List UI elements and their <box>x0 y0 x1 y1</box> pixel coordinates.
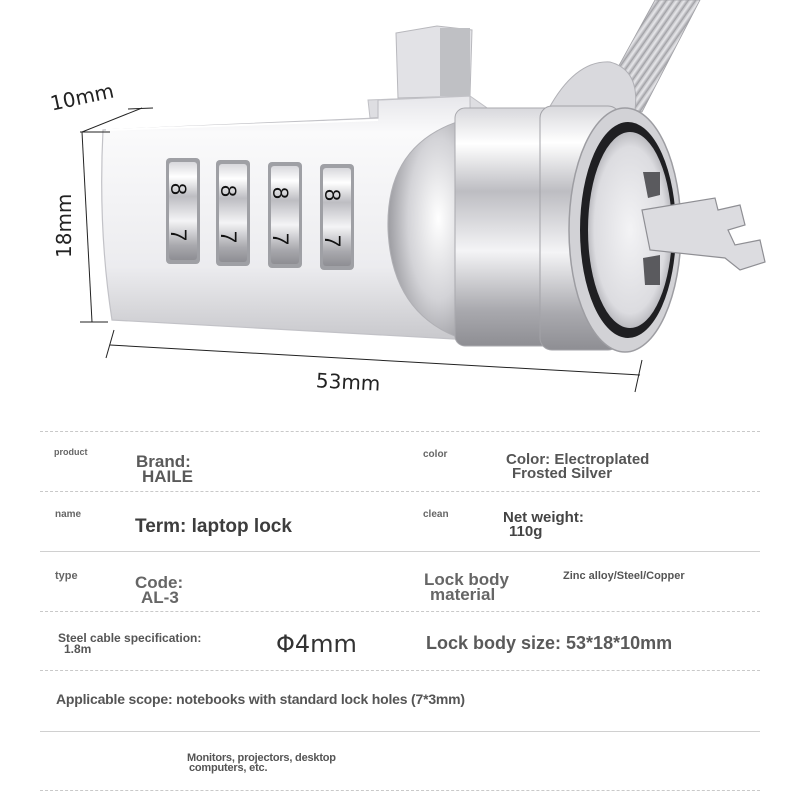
dial-1-bottom-digit: 7 <box>166 228 192 242</box>
lock-body-size: Lock body size: 53*18*10mm <box>426 633 673 653</box>
color-label: Color: Electroplated <box>506 451 650 468</box>
clean-tag: clean <box>423 509 449 520</box>
divider <box>40 731 760 732</box>
dimension-length-label: 53mm <box>315 368 382 396</box>
dial-1-top-digit[interactable]: 8 <box>166 182 192 196</box>
cable-spec-label: Steel cable specification: <box>58 631 202 645</box>
net-weight-value: 110g <box>509 522 543 540</box>
brand-label: Brand: <box>136 452 191 471</box>
divider <box>40 551 760 552</box>
code-field: Code: AL-3 <box>135 573 184 608</box>
dimension-lines <box>80 107 643 393</box>
name-tag: name <box>55 509 82 520</box>
combination-dials <box>166 158 354 270</box>
dial-2-top-digit[interactable]: 8 <box>216 184 242 198</box>
other-devices-line1: Monitors, projectors, desktop <box>187 752 336 764</box>
product-figure: 10mm 18mm 53mm 8 7 8 7 8 7 8 7 <box>48 0 766 396</box>
divider <box>40 431 760 432</box>
laptop-lock-illustration <box>101 0 766 353</box>
material-label-line2: material <box>430 585 496 605</box>
dial-4-bottom-digit: 7 <box>320 234 346 248</box>
other-devices-line2: computers, etc. <box>189 761 268 774</box>
divider <box>40 611 760 612</box>
color-value: Frosted Silver <box>512 464 613 482</box>
dial-3-bottom-digit: 7 <box>268 232 294 246</box>
other-devices: Monitors, projectors, desktop computers,… <box>187 752 336 774</box>
material-value: Zinc alloy/Steel/Copper <box>563 570 685 582</box>
product-tag: product <box>54 447 88 457</box>
code-value: AL-3 <box>141 588 179 608</box>
divider <box>40 491 760 492</box>
dimension-height-label: 18mm <box>52 193 76 258</box>
brand-field: Brand: HAILE <box>136 452 193 487</box>
brand-value: HAILE <box>142 467 193 487</box>
net-weight-field: Net weight: 110g <box>503 509 584 540</box>
color-tag: color <box>423 449 448 460</box>
dial-4-top-digit[interactable]: 8 <box>320 188 346 202</box>
material-label: Lock body material <box>424 570 510 605</box>
applicable-scope: Applicable scope: notebooks with standar… <box>56 691 465 707</box>
dial-3-top-digit[interactable]: 8 <box>268 186 294 200</box>
net-weight-label: Net weight: <box>503 509 584 526</box>
material-label-line1: Lock body <box>424 570 510 589</box>
type-tag: type <box>55 570 78 582</box>
code-label: Code: <box>135 573 184 592</box>
term-field: Term: laptop lock <box>135 516 292 537</box>
dial-2-bottom-digit: 7 <box>216 230 242 244</box>
divider <box>40 790 760 791</box>
color-field: Color: Electroplated Frosted Silver <box>506 451 650 482</box>
cable-diameter: Φ4mm <box>276 630 357 658</box>
cable-length-value: 1.8m <box>64 641 92 656</box>
divider <box>40 670 760 671</box>
cable-spec-field: Steel cable specification: 1.8m <box>58 631 202 656</box>
